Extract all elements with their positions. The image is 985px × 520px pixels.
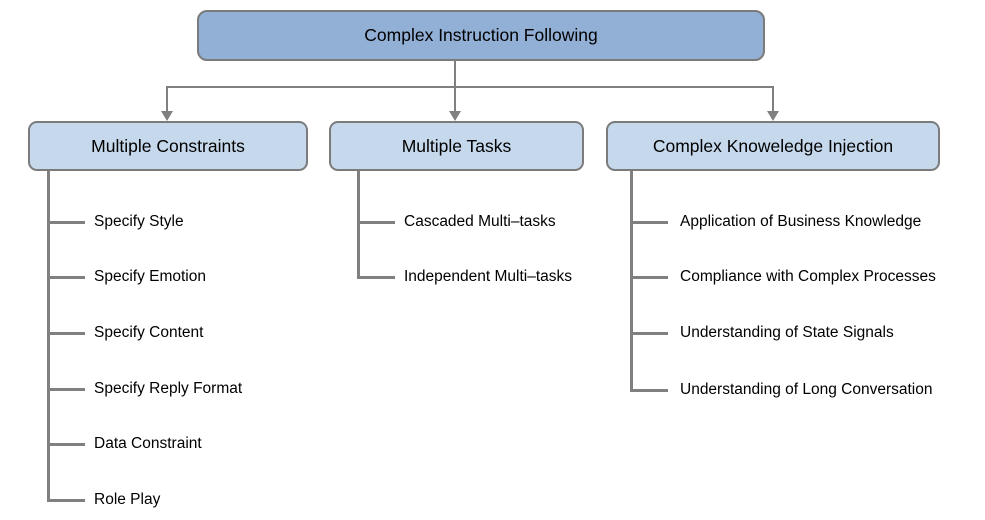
tick [47, 332, 85, 335]
tick [630, 389, 668, 392]
leaf-specify-style: Specify Style [94, 213, 184, 230]
node-multiple-tasks: Multiple Tasks [329, 121, 584, 171]
leaf-cascaded-multi-tasks: Cascaded Multi–tasks [404, 213, 556, 230]
tick [47, 443, 85, 446]
node-complex-knowledge-injection-label: Complex Knoweledge Injection [652, 135, 894, 156]
tick [357, 276, 395, 279]
connector-horizontal-bus [166, 86, 774, 88]
node-root: Complex Instruction Following [197, 10, 765, 61]
tick [47, 388, 85, 391]
stem-multiple-constraints [47, 171, 50, 502]
arrowhead-left-icon [161, 111, 173, 121]
leaf-compliance-complex-processes: Compliance with Complex Processes [680, 268, 936, 285]
leaf-application-business-knowledge: Application of Business Knowledge [680, 213, 922, 230]
node-root-label: Complex Instruction Following [364, 25, 598, 45]
arrowhead-center-icon [449, 111, 461, 121]
node-multiple-constraints: Multiple Constraints [28, 121, 308, 171]
tick [357, 221, 395, 224]
tick [47, 499, 85, 502]
leaf-role-play: Role Play [94, 491, 161, 508]
tick [630, 221, 668, 224]
tick [630, 332, 668, 335]
tick [47, 221, 85, 224]
stem-complex-knowledge-injection [630, 171, 633, 392]
leaf-understanding-long-conversation: Understanding of Long Conversation [680, 381, 933, 398]
leaf-specify-reply-format: Specify Reply Format [94, 380, 243, 397]
leaf-specify-content: Specify Content [94, 324, 204, 341]
leaf-independent-multi-tasks: Independent Multi–tasks [404, 268, 573, 285]
leaf-specify-emotion: Specify Emotion [94, 268, 206, 285]
node-complex-knowledge-injection: Complex Knoweledge Injection [606, 121, 940, 171]
arrowhead-right-icon [767, 111, 779, 121]
connector-right-drop [772, 86, 774, 111]
connector-left-drop [166, 86, 168, 111]
stem-multiple-tasks [357, 171, 360, 279]
leaf-understanding-state-signals: Understanding of State Signals [680, 324, 894, 341]
tick [630, 276, 668, 279]
node-multiple-constraints-label: Multiple Constraints [91, 135, 245, 156]
tick [47, 276, 85, 279]
leaf-data-constraint: Data Constraint [94, 435, 202, 452]
node-multiple-tasks-label: Multiple Tasks [401, 135, 512, 156]
